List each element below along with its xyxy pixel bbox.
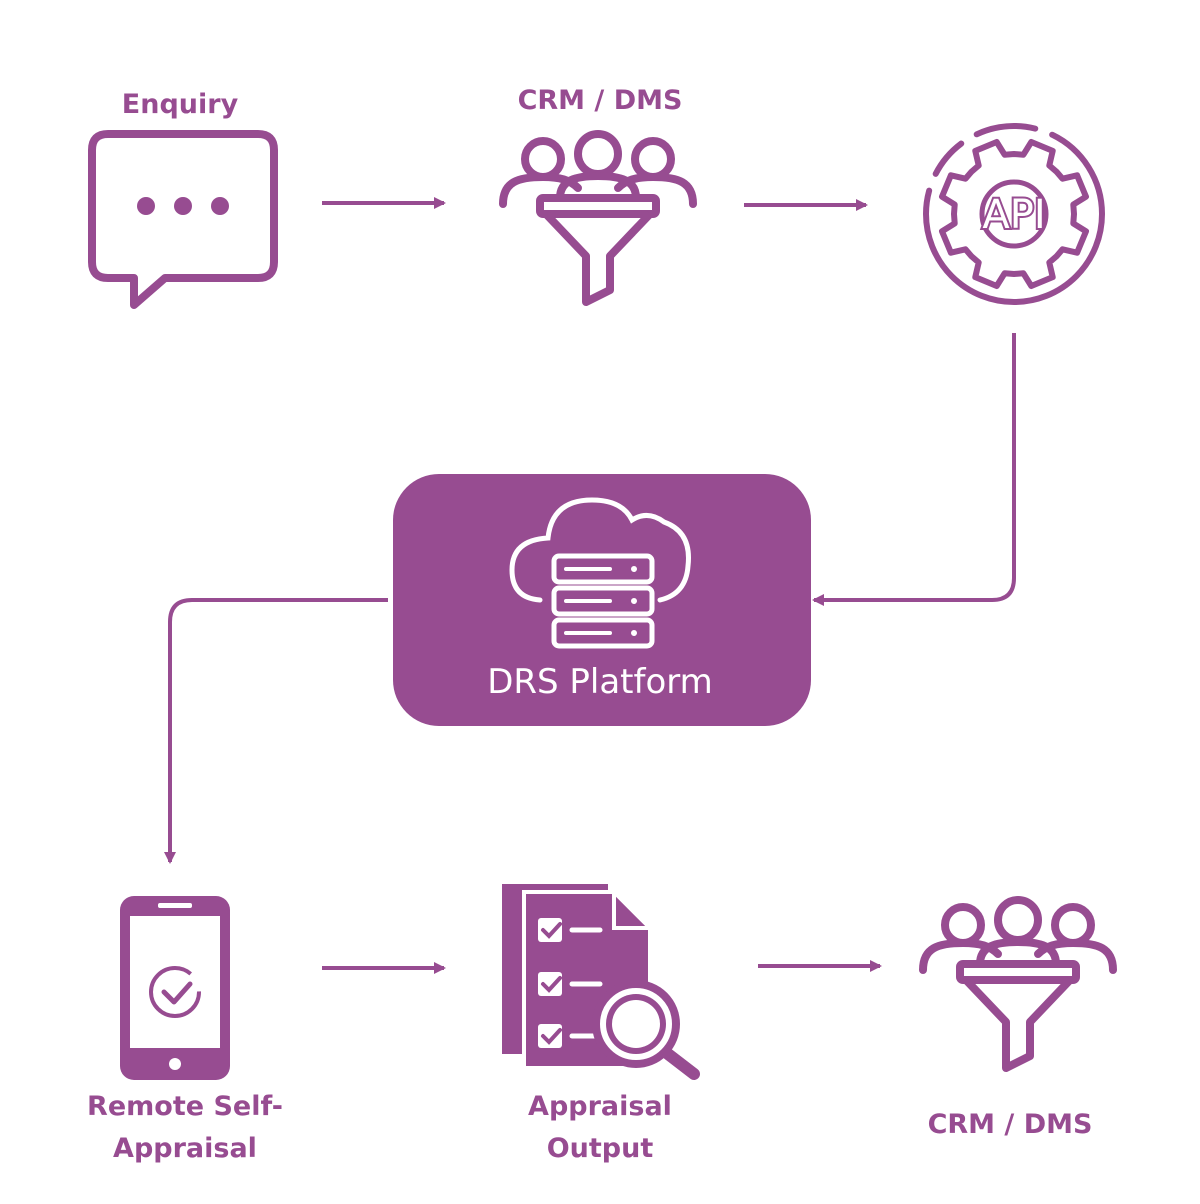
people-funnel-icon — [923, 900, 1113, 1068]
chat-bubble-icon — [88, 130, 278, 309]
crm-dms-bottom-label: CRM / DMS — [927, 1109, 1093, 1140]
appraisal-output-label-line2: Output — [546, 1133, 654, 1164]
crm-dms-top-label: CRM / DMS — [517, 85, 683, 116]
remote-self-appraisal-label-line2: Appraisal — [113, 1133, 257, 1164]
people-funnel-icon — [503, 134, 693, 302]
remote-self-appraisal-label-line1: Remote Self- — [87, 1091, 283, 1122]
drs-platform-label: DRS Platform — [487, 662, 713, 702]
api-icon-text: API — [982, 192, 1045, 238]
enquiry-label: Enquiry — [121, 89, 239, 120]
smartphone-check-icon — [120, 896, 230, 1080]
cloud-server-icon — [509, 497, 691, 649]
appraisal-output-label-line1: Appraisal — [528, 1091, 672, 1122]
api-gear-icon: API — [923, 123, 1105, 305]
arrow-platform-to-remote — [164, 598, 388, 864]
checklist-magnifier-icon — [502, 884, 700, 1080]
arrow-api-to-platform — [812, 333, 1016, 606]
